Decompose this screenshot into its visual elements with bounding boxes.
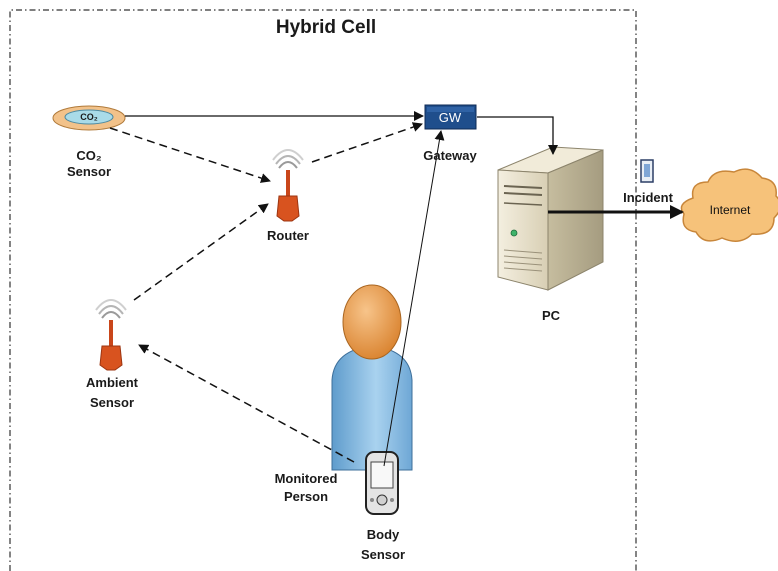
- person-label-line1: Monitored: [275, 471, 338, 486]
- edge-router-to-gateway: [311, 122, 423, 163]
- ambient-label-line1: Ambient: [86, 375, 139, 390]
- person-icon: [331, 284, 413, 471]
- incident-label: Incident: [623, 190, 674, 205]
- co2-label-line1: CO₂: [76, 148, 102, 163]
- pc-icon: [497, 146, 604, 291]
- body-sensor-icon: [365, 451, 399, 515]
- pc-label: PC: [542, 308, 561, 323]
- hybrid-cell-boundary: [9, 9, 637, 571]
- body-sensor-label-line2: Sensor: [361, 547, 405, 562]
- internet-label: Internet: [710, 203, 751, 217]
- person-label-line2: Person: [284, 489, 328, 504]
- co2-badge: CO₂: [80, 112, 98, 122]
- co2-sensor-icon: CO₂: [52, 105, 126, 131]
- diagram-title: Hybrid Cell: [276, 17, 376, 38]
- ambient-sensor-icon: [95, 299, 127, 371]
- co2-label-line2: Sensor: [67, 164, 111, 179]
- edge-ambient-to-router: [133, 203, 269, 301]
- gateway-label: Gateway: [423, 148, 477, 163]
- internet-cloud-icon: [680, 168, 778, 242]
- edge-co2-to-router: [109, 127, 271, 183]
- body-sensor-label-line1: Body: [367, 527, 400, 542]
- router-icon: [272, 149, 304, 222]
- incident-icon: [640, 159, 654, 183]
- gateway-badge: GW: [439, 110, 462, 125]
- edge-body-to-gateway: [383, 130, 445, 467]
- router-label: Router: [267, 228, 309, 243]
- edge-gateway-to-pc: [477, 116, 558, 155]
- ambient-label-line2: Sensor: [90, 395, 134, 410]
- gateway-icon: GW: [424, 104, 477, 130]
- edge-body-to-ambient: [138, 344, 355, 463]
